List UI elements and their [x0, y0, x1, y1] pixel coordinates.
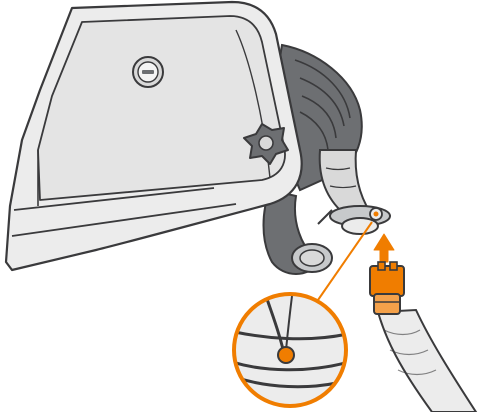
detail-pin-marker	[278, 347, 294, 363]
hose-connector-icon	[370, 262, 404, 314]
shade-dial-icon	[133, 57, 163, 87]
